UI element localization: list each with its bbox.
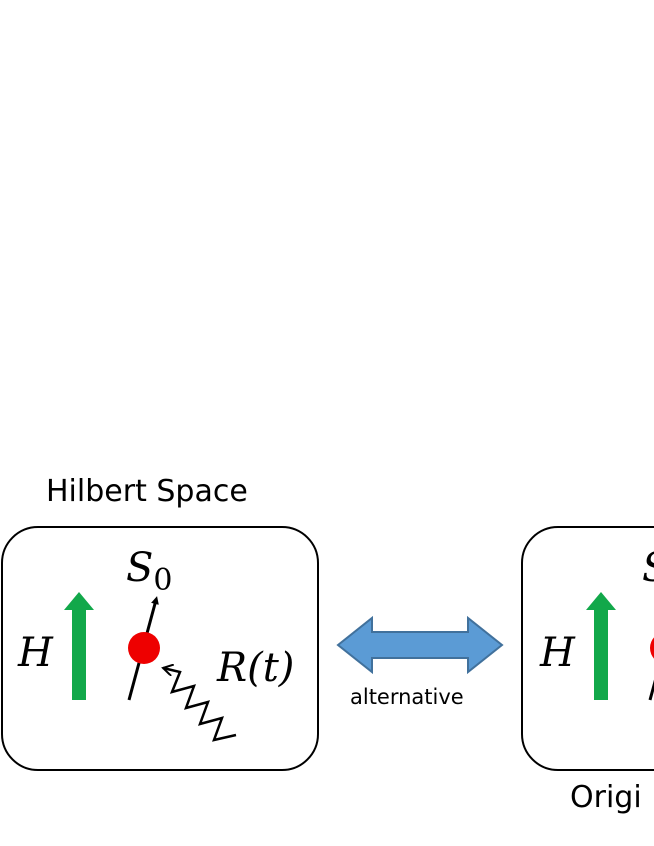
- right-panel-caption: Origi: [570, 780, 642, 815]
- spin-label-subscript: 0: [153, 563, 173, 598]
- field-arrow-left: [64, 592, 94, 700]
- alternative-label: alternative: [350, 685, 464, 709]
- hilbert-space-title: Hilbert Space: [46, 474, 248, 509]
- hilbert-space-box: [1, 526, 319, 771]
- spin-dot-right-partial: [650, 637, 654, 659]
- noise-wave-left: [163, 668, 237, 742]
- spin-dot-left: [128, 632, 160, 664]
- spin-label-letter: S: [126, 545, 154, 591]
- spin-label-left: S0: [126, 545, 173, 598]
- spin-label-right-partial: S: [642, 545, 654, 591]
- field-label-right: H: [540, 630, 575, 676]
- field-arrow-right: [586, 592, 616, 700]
- right-panel-box: [521, 526, 654, 771]
- spin-vector-right-partial: [648, 679, 654, 701]
- field-label-left: H: [18, 630, 53, 676]
- noise-label-left: R(t): [217, 645, 295, 691]
- alternative-double-arrow: [336, 615, 504, 675]
